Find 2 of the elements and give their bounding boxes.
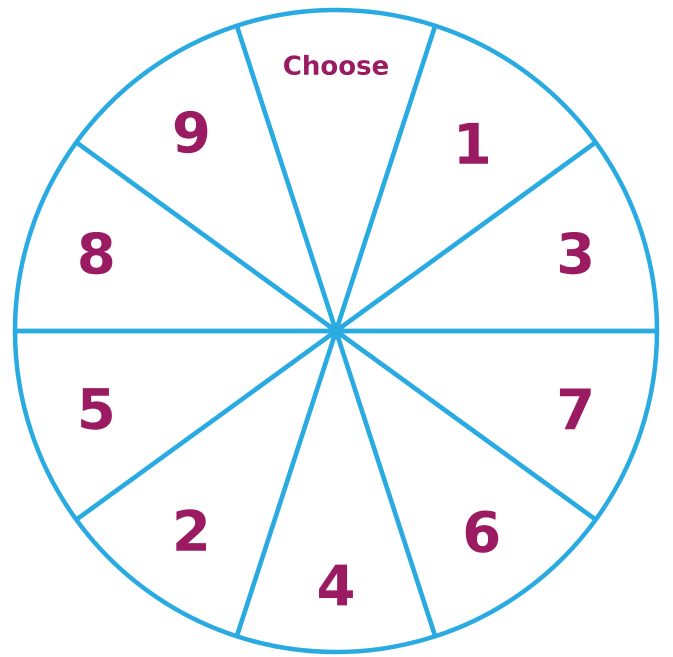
spinner-sector: Choose: [234, 8, 438, 334]
spinner-sector: 4: [234, 328, 438, 654]
